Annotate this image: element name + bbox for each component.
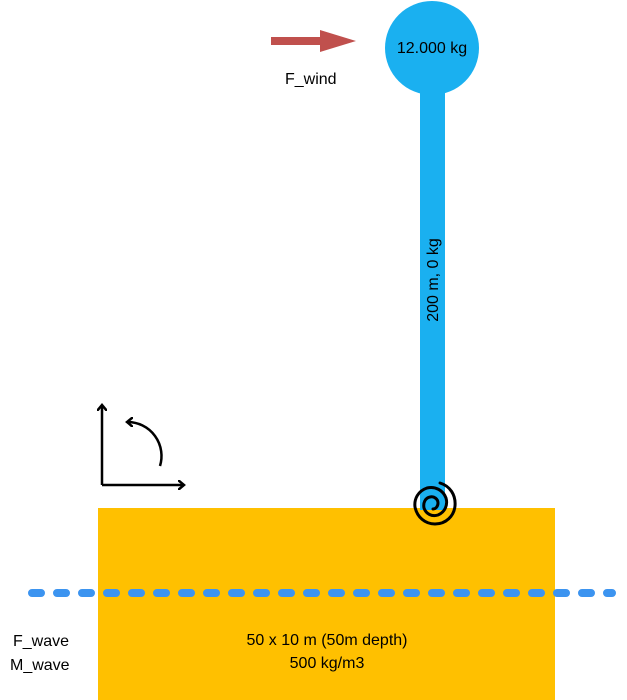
mass-label: 12.000 kg	[397, 40, 467, 57]
wind-force-label: F_wind	[285, 71, 337, 88]
top-mass	[385, 1, 479, 95]
tower-label: 200 m, 0 kg	[425, 238, 442, 322]
coordinate-axes-icon	[102, 406, 183, 485]
rotation-arrow-icon	[128, 422, 163, 467]
floating-platform	[98, 508, 555, 700]
tower	[420, 85, 445, 510]
arrow-right-icon	[271, 30, 356, 52]
spiral-spring-icon	[413, 481, 457, 526]
wave-force-label: F_wave	[13, 633, 69, 650]
wave-moment-label: M_wave	[10, 657, 70, 674]
platform-density-label: 500 kg/m3	[290, 655, 365, 672]
platform-dimensions-label: 50 x 10 m (50m depth)	[247, 632, 408, 649]
